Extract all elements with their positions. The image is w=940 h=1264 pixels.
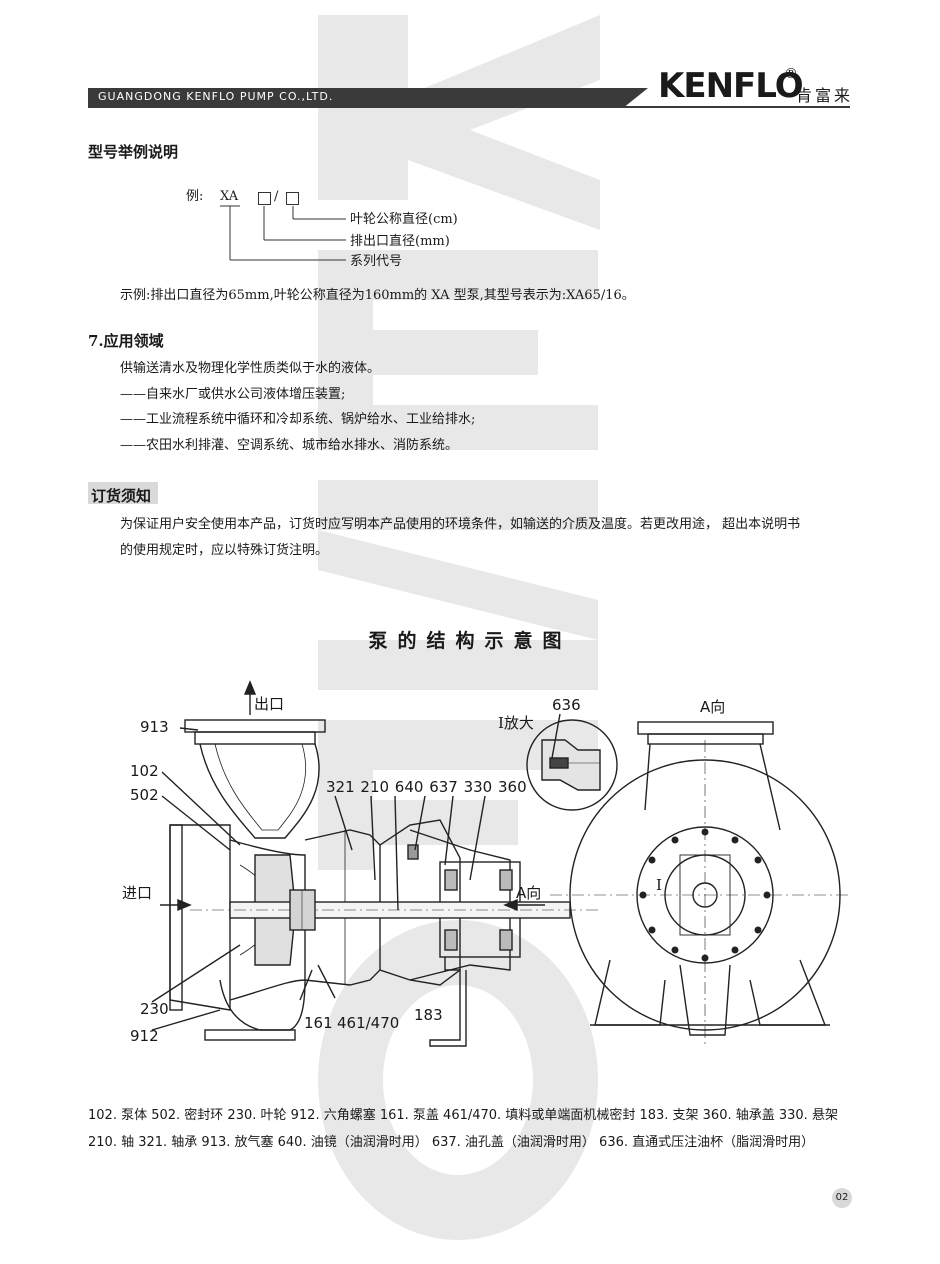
parts-legend-line: 210. 轴 321. 轴承 913. 放气塞 640. 油镜（油润滑时用） 6… — [88, 1135, 815, 1150]
series-code-label: 系列代号 — [350, 254, 403, 269]
pump-structure-diagram — [151, 680, 850, 1047]
part-label-913: 913 — [140, 718, 169, 736]
inlet-label: 进口 — [122, 884, 153, 902]
outlet-placeholder-box — [258, 192, 271, 205]
brand-logo: KENFLO — [658, 66, 804, 106]
part-label-461-470: 461/470 — [337, 1014, 400, 1032]
impeller-placeholder-box — [286, 192, 299, 205]
part-label-912: 912 — [130, 1027, 159, 1045]
application-line: ——农田水利排灌、空调系统、城市给水排水、消防系统。 — [120, 438, 459, 453]
zoom-roman-label: I — [656, 876, 662, 894]
part-label-502: 502 — [130, 786, 159, 804]
part-label-161: 161 — [304, 1014, 333, 1032]
part-label-230: 230 — [140, 1000, 169, 1018]
model-slash: / — [274, 189, 279, 204]
page-number: 02 — [832, 1188, 852, 1208]
part-label-102: 102 — [130, 762, 159, 780]
example-prefix: 例: — [186, 189, 204, 204]
outlet-label: 出口 — [254, 695, 285, 713]
application-heading: 7.应用领域 — [88, 332, 164, 350]
model-code-diagram-lines — [220, 205, 346, 261]
order-heading-background — [88, 482, 158, 504]
top-part-labels: 321 210 640 637 330 360 — [326, 778, 527, 796]
order-heading: 订货须知 — [91, 487, 152, 505]
inlet-flange — [169, 824, 183, 1011]
model-example-text: 示例:排出口直径为65mm,叶轮公称直径为160mm的 XA 型泵,其型号表示为… — [120, 288, 635, 303]
header-rule — [88, 106, 850, 108]
company-name: GUANGDONG KENFLO PUMP CO.,LTD. — [98, 90, 334, 103]
a-view-label: A向 — [700, 698, 726, 716]
impeller-diameter-label: 叶轮公称直径(cm) — [350, 212, 458, 227]
a-direction-label: A向 — [516, 884, 542, 902]
model-code: XA — [220, 189, 239, 204]
brand-chinese-name: 肯富来 — [796, 86, 854, 105]
header-company-bar: GUANGDONG KENFLO PUMP CO.,LTD. — [88, 88, 648, 106]
zoom-label: I放大 — [498, 714, 534, 732]
application-line: ——自来水厂或供水公司液体增压装置; — [120, 387, 346, 402]
application-line: ——工业流程系统中循环和冷却系统、锅炉给水、工业给排水; — [120, 412, 476, 427]
application-line: 供输送清水及物理化学性质类似于水的液体。 — [120, 361, 381, 376]
outlet-flange — [184, 719, 326, 733]
order-text-line: 为保证用户安全使用本产品，订货时应写明本产品使用的环境条件，如输送的介质及温度。… — [120, 517, 801, 532]
diagram-title: 泵的结构示意图 — [368, 630, 572, 652]
order-text-line: 的使用规定时，应以特殊订货注明。 — [120, 543, 329, 558]
part-label-636: 636 — [552, 696, 581, 714]
parts-legend-line: 102. 泵体 502. 密封环 230. 叶轮 912. 六角螺塞 161. … — [88, 1108, 838, 1123]
part-label-183: 183 — [414, 1006, 443, 1024]
brand-registered-mark: ® — [784, 66, 798, 82]
outlet-diameter-label: 排出口直径(mm) — [350, 234, 450, 249]
model-section-heading: 型号举例说明 — [88, 143, 179, 161]
